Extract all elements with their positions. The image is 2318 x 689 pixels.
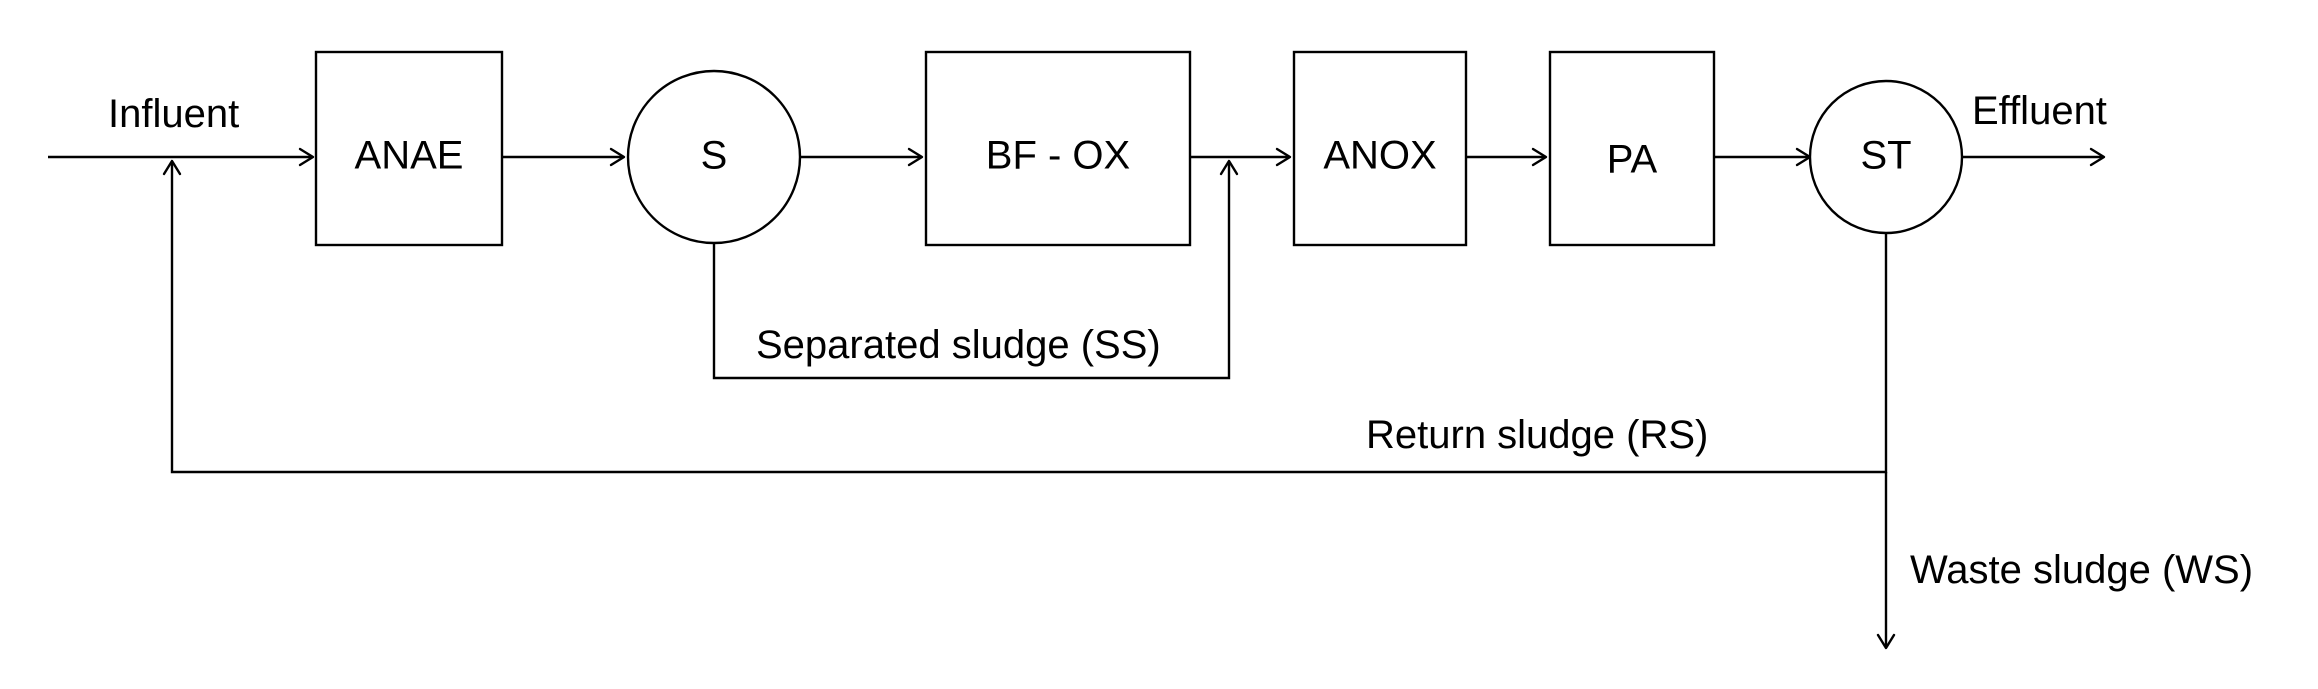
bfox-label: BF - OX bbox=[986, 134, 1130, 178]
separated-sludge-line bbox=[712, 161, 1231, 380]
arrowhead-effluent bbox=[2089, 147, 2106, 167]
anae-box bbox=[314, 50, 504, 247]
return-sludge-line bbox=[170, 161, 1888, 474]
arrowhead-to-anox bbox=[1275, 147, 1292, 167]
pa-box bbox=[1548, 50, 1716, 247]
effluent-label: Effluent bbox=[1972, 89, 2107, 133]
arrowhead-return-sludge bbox=[162, 159, 182, 176]
pa-label: PA bbox=[1607, 138, 1658, 182]
st-label: ST bbox=[1860, 134, 1911, 178]
waste-sludge-label: Waste sludge (WS) bbox=[1910, 548, 2253, 592]
arrowhead-to-anae bbox=[298, 147, 315, 167]
arrowhead-to-s bbox=[609, 147, 626, 167]
arrowhead-separated-sludge bbox=[1219, 159, 1239, 176]
arrowhead-waste-sludge bbox=[1876, 633, 1896, 650]
arrowhead-to-bfox bbox=[907, 147, 924, 167]
arrowhead-to-pa bbox=[1531, 147, 1548, 167]
influent-label: Influent bbox=[108, 92, 239, 136]
bfox-box bbox=[924, 50, 1192, 247]
return-sludge-label: Return sludge (RS) bbox=[1366, 413, 1708, 457]
s-label: S bbox=[701, 134, 728, 178]
separated-sludge-label: Separated sludge (SS) bbox=[756, 323, 1161, 367]
anox-label: ANOX bbox=[1323, 134, 1436, 178]
anox-box bbox=[1292, 50, 1468, 247]
anae-label: ANAE bbox=[355, 134, 464, 178]
